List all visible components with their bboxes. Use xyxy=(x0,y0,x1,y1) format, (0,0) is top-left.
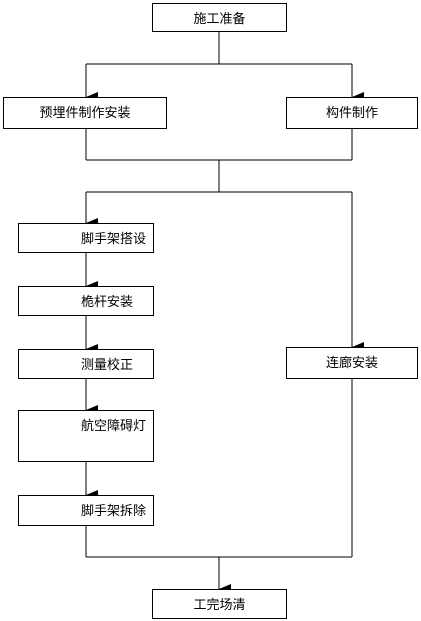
node-measurement-calibration: 测量校正 xyxy=(18,349,154,379)
node-label: 脚手架拆除 xyxy=(81,504,147,519)
node-scaffold-removal: 脚手架拆除 xyxy=(18,495,154,526)
node-component-fabrication: 构件制作 xyxy=(286,97,418,129)
node-label: 预埋件制作安装 xyxy=(39,106,131,121)
node-scaffold-erection: 脚手架搭设 xyxy=(18,223,154,253)
node-embedded-parts: 预埋件制作安装 xyxy=(3,97,167,129)
node-corridor-installation: 连廊安装 xyxy=(286,347,418,379)
node-label: 连廊安装 xyxy=(325,356,378,371)
node-label: 测量校正 xyxy=(81,358,134,373)
node-label: 工完场清 xyxy=(193,598,246,613)
node-completion-cleanup: 工完场清 xyxy=(152,589,287,619)
node-label: 构件制作 xyxy=(325,106,378,121)
node-rod-installation: 桅杆安装 xyxy=(18,286,154,316)
node-construction-prep: 施工准备 xyxy=(152,3,287,32)
node-label: 脚手架搭设 xyxy=(81,232,147,247)
node-label: 桅杆安装 xyxy=(81,295,134,310)
node-label: 施工准备 xyxy=(193,12,246,27)
node-aviation-obstacle-light: 航空障碍灯 xyxy=(18,410,154,462)
node-label: 航空障碍灯 xyxy=(81,419,147,434)
